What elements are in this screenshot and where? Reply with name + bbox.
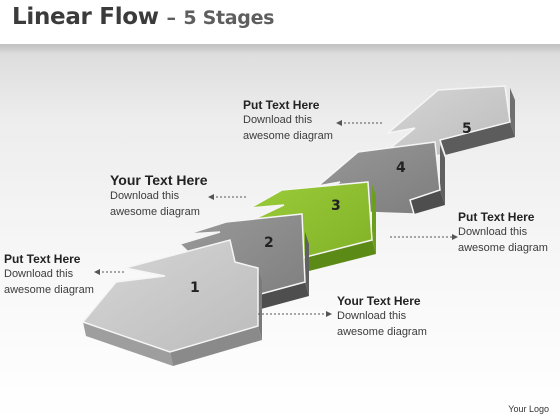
title-main: Linear Flow [12,4,159,30]
arrowhead-4 [452,234,458,240]
callout-3-line1: Download this [243,114,313,126]
stage-arrow-3 [244,181,376,274]
title-dash: – [166,7,176,29]
stage-number-2: 2 [264,235,274,251]
callout-1-heading: Put Text Here [4,252,81,266]
stage-number-3: 3 [331,198,341,214]
stage-arrow-5-face [375,85,511,159]
callout-4-heading: Put Text Here [458,210,535,224]
connector-lines [98,122,454,315]
callout-5-line2: awesome diagram [337,326,427,338]
callout-5-heading: Your Text Here [337,294,421,308]
callout-3: Put Text Here Download this awesome diag… [243,98,333,144]
stage-arrow-1-face [81,239,259,353]
arrowhead-2 [208,194,214,200]
stage-number-4: 4 [396,160,406,176]
callout-4-line1: Download this [458,226,528,238]
callout-1: Put Text Here Download this awesome diag… [4,252,94,298]
callout-5: Your Text Here Download this awesome dia… [337,294,427,340]
stage-arrow-5 [375,85,515,159]
stage-number-1: 1 [190,280,200,296]
stage-arrow-1 [81,239,262,366]
arrowhead-5 [326,311,332,317]
header-band [0,44,560,54]
callout-2: Your Text Here Download this awesome dia… [110,172,208,220]
footer-logo: Your Logo [508,404,549,414]
callout-3-heading: Put Text Here [243,98,320,112]
stage-number-5: 5 [462,121,472,137]
callout-4-line2: awesome diagram [458,242,548,254]
page-title: Linear Flow – 5 Stages [12,4,275,30]
connector-arrowheads [94,120,458,317]
callout-4: Put Text Here Download this awesome diag… [458,210,548,256]
callout-3-line2: awesome diagram [243,130,333,142]
title-subtitle: 5 Stages [183,7,275,29]
callout-1-line1: Download this [4,268,74,280]
callout-5-line1: Download this [337,310,407,322]
arrowhead-1 [94,269,100,275]
callout-2-line1: Download this [110,190,180,202]
callout-2-line2: awesome diagram [110,206,200,218]
callout-2-heading: Your Text Here [110,172,208,188]
callout-1-line2: awesome diagram [4,284,94,296]
arrowhead-3 [336,120,342,126]
